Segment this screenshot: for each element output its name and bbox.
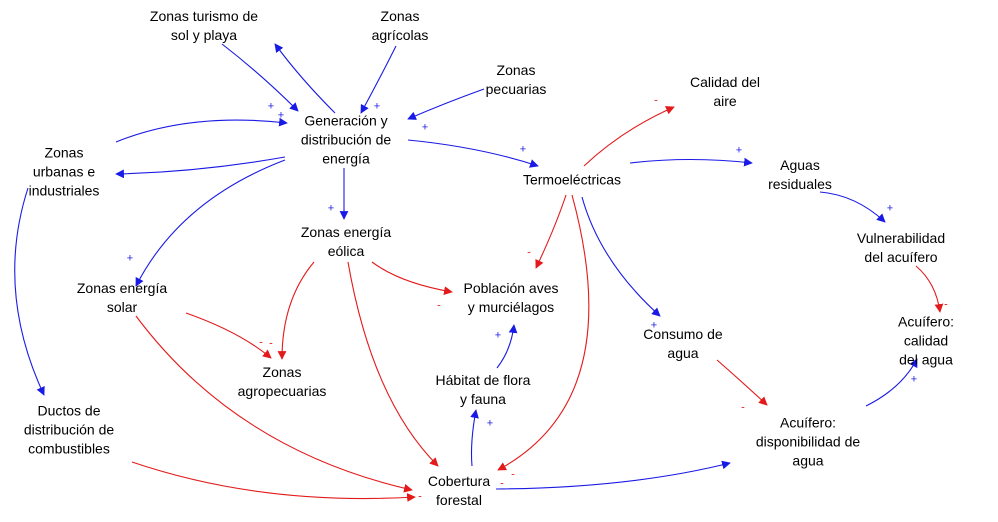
causal-link-consumo-to-acuifero_disp <box>716 359 768 406</box>
causal-link-aguas_res-to-vulnerabilidad <box>819 191 886 223</box>
causal-link-termo-to-aves <box>535 194 567 269</box>
node-ductos-combustibles: Ductos de distribución de combustibles <box>23 402 115 457</box>
polarity-sign-generacion-termo: + <box>519 143 527 156</box>
causal-link-urbanas-to-ductos <box>14 187 45 396</box>
polarity-sign-aguas-vulnerabilidad: + <box>886 202 894 215</box>
polarity-sign-termo-cobertura: - <box>511 468 515 481</box>
node-habitat-flora-fauna: Hábitat de flora y fauna <box>435 372 531 407</box>
polarity-sign-consumo-acuifero: - <box>741 401 745 414</box>
causal-link-termo-to-consumo <box>581 196 661 317</box>
node-zonas-agricolas: Zonas agrícolas <box>371 8 429 43</box>
node-acuifero-disponibilidad: Acuífero: disponibilidad de agua <box>755 414 861 469</box>
polarity-sign-vulnerabilidad-calidad: - <box>944 298 948 311</box>
polarity-sign-cobertura-acuifero: - <box>500 477 504 490</box>
node-zonas-agropecuarias: Zonas agropecuarias <box>237 364 327 399</box>
causal-link-ductos-to-cobertura <box>131 461 416 502</box>
polarity-sign-generacion-solar: + <box>126 252 134 265</box>
causal-link-cobertura-to-habitat <box>470 409 479 467</box>
polarity-sign-cobertura-habitat: + <box>486 417 494 430</box>
node-acuifero-calidad: Acuífero: calidad del agua <box>897 313 955 368</box>
causal-link-termo-to-aguas_res <box>629 157 753 167</box>
node-zonas-turismo: Zonas turismo de sol y playa <box>149 8 259 43</box>
polarity-sign-solar-agropecuarias: - <box>259 336 263 349</box>
polarity-sign-termo-aguas: + <box>735 144 743 157</box>
polarity-sign-eolica-agropecuarias: - <box>269 337 273 350</box>
causal-link-agricolas-to-generacion <box>360 45 397 114</box>
node-zonas-urbanas: Zonas urbanas e industriales <box>28 144 100 199</box>
causal-link-vulnerabilidad-to-acuifero_calidad <box>915 265 944 313</box>
polarity-sign-turismo-generacion: + <box>267 100 275 113</box>
polarity-sign-termo-consumo: + <box>650 319 658 332</box>
polarity-sign-termo-aire: - <box>654 94 658 107</box>
causal-link-solar-to-agropecuarias <box>185 312 272 359</box>
causal-link-solar-to-cobertura <box>135 315 413 493</box>
causal-link-generacion-to-urbanas <box>115 156 286 179</box>
polarity-sign-agricolas-generacion: + <box>373 100 381 113</box>
node-poblacion-aves: Población aves y murciélagos <box>463 280 559 315</box>
polarity-sign-pecuarias-generacion: + <box>421 121 429 134</box>
causal-link-habitat-to-aves <box>496 324 518 369</box>
causal-link-pecuarias-to-generacion <box>407 88 485 120</box>
node-vulnerabilidad-acuifero: Vulnerabilidad del acuífero <box>856 230 946 265</box>
polarity-sign-eolica-aves: - <box>437 299 441 312</box>
node-zonas-eolica: Zonas energía eólica <box>300 224 392 259</box>
node-generacion-energia: Generación y distribución de energía <box>300 112 392 167</box>
causal-link-acuifero_disp-to-acuifero_calidad <box>865 358 918 407</box>
node-calidad-aire: Calidad del aire <box>689 74 761 109</box>
causal-link-cobertura-to-acuifero_disp <box>495 460 731 490</box>
polarity-sign-ductos-cobertura: - <box>418 490 422 503</box>
causal-link-urbanas-to-generacion <box>115 117 288 143</box>
causal-link-eolica-to-aves <box>371 261 453 295</box>
polarity-sign-generacion-eolica: + <box>327 202 335 215</box>
polarity-sign-urbanas-generacion: + <box>277 109 285 122</box>
polarity-sign-termo-aves: - <box>527 246 531 259</box>
causal-link-generacion-to-termo <box>407 139 539 168</box>
causal-link-eolica-to-cobertura <box>347 261 439 467</box>
polarity-sign-acuifero-calidad: + <box>910 373 918 386</box>
node-termoelectricas: Termoeléctricas <box>522 171 622 188</box>
node-cobertura-forestal: Cobertura forestal <box>427 473 491 508</box>
causal-link-generacion-to-solar <box>135 159 286 287</box>
causal-link-turismo-to-generacion <box>221 43 299 112</box>
node-zonas-pecuarias: Zonas pecuarias <box>485 62 547 97</box>
node-consumo-agua: Consumo de agua <box>643 326 723 361</box>
node-aguas-residuales: Aguas residuales <box>768 157 832 192</box>
node-zonas-solar: Zonas energía solar <box>76 280 168 315</box>
causal-link-eolica-to-agropecuarias <box>277 261 315 360</box>
causal-link-generacion-to-turismo <box>274 43 336 114</box>
causal-link-termo-to-cobertura <box>497 194 590 471</box>
causal-link-termo-to-calidad_aire <box>583 106 675 167</box>
polarity-sign-habitat-aves: + <box>494 329 502 342</box>
